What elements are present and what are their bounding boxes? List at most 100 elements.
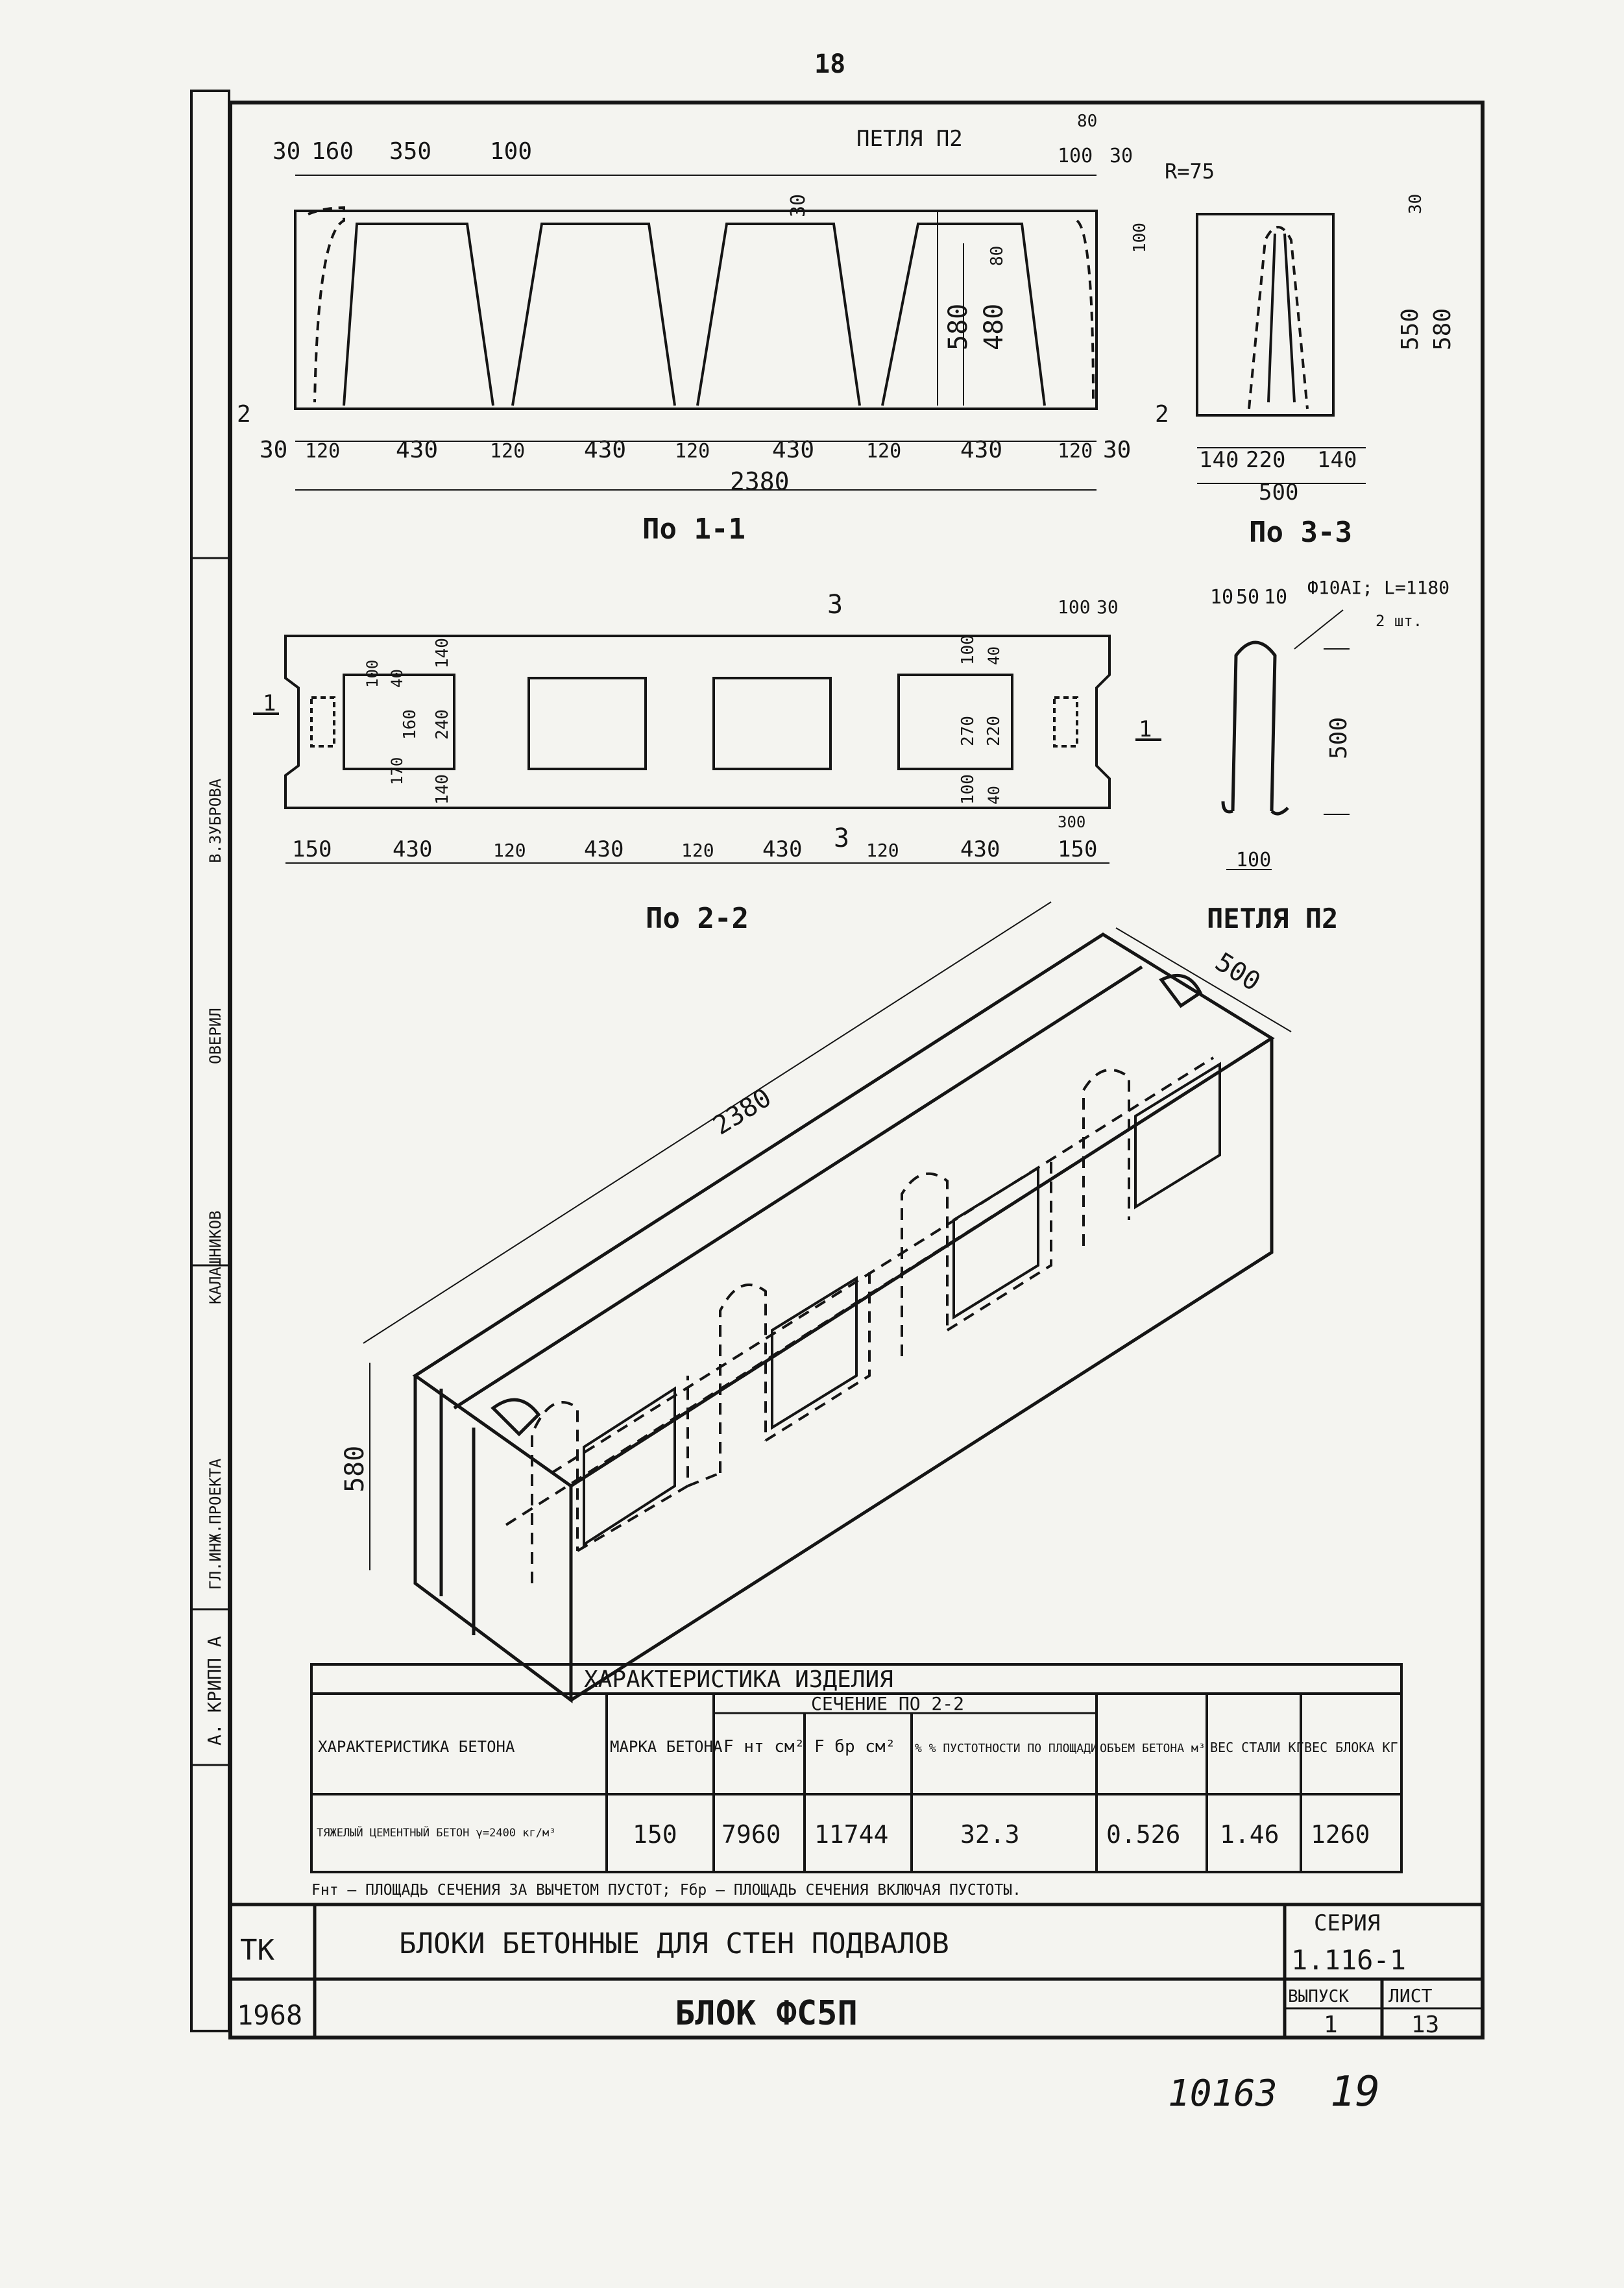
dim-2-2-l-4: 160	[400, 709, 420, 740]
loop-spec: Ф10АI; L=1180	[1307, 577, 1449, 598]
dim-1-1-top-1: 160	[311, 138, 354, 165]
loop-top-2: 10	[1264, 586, 1287, 609]
issue-value: 1	[1324, 2012, 1338, 2038]
radius-label: R=75	[1165, 159, 1215, 184]
dim-2-2-b-6: 120	[866, 840, 899, 861]
dim-1-1-b-8: 430	[960, 437, 1002, 463]
th-f-gross: F бр см²	[814, 1737, 895, 1757]
dim-1-1-b-4: 430	[584, 437, 626, 463]
drawing-subtitle: БЛОК ФС5П	[675, 1994, 858, 2033]
dim-2-2-l-1: 40	[388, 669, 406, 688]
dim-1-1-v-3: 80	[988, 246, 1007, 266]
td-block: 1260	[1311, 1820, 1370, 1849]
dim-1-1-rt-0: 80	[1077, 112, 1097, 131]
dim-3-3-b-2: 140	[1317, 447, 1357, 473]
table-text: ХАРАКТЕРИСТИКА ИЗДЕЛИЯ СЕЧЕНИЕ ПО 2-2 ХА…	[311, 1666, 1398, 1899]
stamp-name-5: В.ЗУБРОВА	[206, 778, 224, 863]
dim-1-1-b-2: 430	[396, 437, 438, 463]
dim-3-3-v-0: 550	[1397, 308, 1424, 350]
dim-2-2-l-5: 240	[433, 709, 452, 740]
caption-1-1: По 1-1	[642, 513, 745, 546]
dim-1-1-v-4: 100	[1130, 223, 1150, 253]
side-mark-right: 1	[1139, 716, 1152, 742]
title-block	[228, 1903, 1485, 2039]
characteristics-table	[310, 1663, 1403, 1873]
dim-2-2-l-7: 140	[433, 774, 452, 805]
dim-2-2-extra: 300	[1058, 813, 1085, 831]
dim-2-2-b-2: 120	[493, 840, 526, 861]
dim-1-1-b-1: 120	[305, 440, 340, 463]
view-1-1	[294, 175, 1098, 491]
stamp-name-3: КАЛАШНИКОВ	[206, 1211, 224, 1305]
dim-1-1-rt-1: 100	[1058, 145, 1093, 167]
loop-detail-labels: 10 50 10 Ф10АI; L=1180 2 шт. 500 100 ПЕТ…	[1207, 577, 1449, 934]
dim-3-3-total: 500	[1259, 480, 1298, 505]
stamp-name-2: ГЛ.ИНЖ.ПРОЕКТА	[206, 1458, 224, 1590]
iso-length: 2380	[708, 1082, 777, 1141]
dim-2-2-r-2: 270	[958, 716, 978, 746]
series-label: СЕРИЯ	[1314, 1910, 1380, 1936]
dim-1-1-b-3: 120	[490, 440, 525, 463]
dim-2-2-b-5: 430	[762, 836, 802, 862]
loop-width: 100	[1236, 849, 1271, 871]
stamp-name-4: ОВЕРИЛ	[206, 1008, 224, 1064]
view-3-3-labels: R=75 30 550 580 140 220 140 500 По 3-3	[1165, 159, 1456, 549]
loop-label: ПЕТЛЯ П2	[856, 126, 963, 152]
iso-height: 580	[340, 1446, 370, 1492]
dim-2-2-b-8: 150	[1058, 836, 1097, 862]
side-mark-left: 1	[263, 690, 276, 716]
dim-2-2-b-7: 430	[960, 836, 1000, 862]
view-2-2-labels: 3 3 100 30 100 40 140 170 160 240 140 10…	[263, 590, 1152, 935]
td-volume: 0.526	[1106, 1820, 1180, 1849]
td-f-gross: 11744	[814, 1820, 888, 1849]
dim-3-3-b-0: 140	[1199, 447, 1239, 473]
org-code: ТК	[240, 1934, 274, 1967]
dim-1-1-b-7: 120	[866, 440, 901, 463]
stamp-name-1: А. КРИПП А	[204, 1636, 225, 1746]
dim-2-2-b-4: 120	[681, 840, 714, 861]
th-steel: ВЕС СТАЛИ КГ	[1210, 1740, 1304, 1755]
dim-1-1-b-9: 120	[1058, 440, 1093, 463]
dim-2-2-b-0: 150	[292, 836, 332, 862]
view-1-1-labels: 30 160 350 100 ПЕТЛЯ П2 80 100 30 30 580…	[237, 112, 1169, 546]
table-footnote: Fнт — ПЛОЩАДЬ СЕЧЕНИЯ ЗА ВЫЧЕТОМ ПУСТОТ;…	[311, 1882, 1021, 1899]
loop-height: 500	[1326, 717, 1352, 759]
td-f-net: 7960	[721, 1820, 781, 1849]
dim-2-2-r-3: 220	[984, 716, 1004, 746]
title-block-text: ТК 1968 БЛОКИ БЕТОННЫЕ ДЛЯ СТЕН ПОДВАЛОВ…	[237, 1910, 1439, 2038]
section-mark-right: 2	[1155, 401, 1169, 428]
dim-1-1-b-10: 30	[1103, 437, 1131, 463]
table-section-header: СЕЧЕНИЕ ПО 2-2	[811, 1693, 964, 1714]
td-grade: 150	[633, 1820, 677, 1849]
view-3-3	[1196, 213, 1366, 484]
dim-3-3-b-1: 220	[1246, 447, 1285, 473]
th-f-net: F нт см²	[723, 1737, 805, 1757]
dim-3-3-v-1: 580	[1429, 308, 1456, 350]
td-voids: 32.3	[960, 1820, 1020, 1849]
caption-3-3: По 3-3	[1249, 516, 1352, 549]
handwritten-page: 19	[1330, 2068, 1380, 2116]
page-number: 18	[814, 49, 845, 79]
loop-detail	[1221, 609, 1350, 870]
th-voids: % % ПУСТОТНОСТИ ПО ПЛОЩАДИ	[915, 1742, 1098, 1755]
year: 1968	[237, 1999, 302, 2031]
dim-1-1-v-2: 480	[979, 304, 1009, 350]
loop-top-0: 10	[1210, 586, 1233, 609]
dim-1-1-top-2: 350	[389, 138, 431, 165]
section-mark-3-top: 3	[827, 590, 843, 620]
dim-1-1-rt-2: 30	[1109, 145, 1133, 167]
dim-2-2-l-0: 100	[363, 660, 382, 688]
dim-2-2-l-3: 170	[388, 757, 406, 785]
loop-count: 2 шт.	[1376, 612, 1422, 630]
dim-2-2-top-1: 30	[1097, 596, 1119, 618]
sheet-label: ЛИСТ	[1388, 1985, 1433, 2006]
loop-caption: ПЕТЛЯ П2	[1207, 903, 1338, 934]
dim-1-1-v-1: 580	[943, 304, 973, 350]
handwritten-number: 10163	[1168, 2073, 1278, 2115]
dim-1-1-b-6: 430	[772, 437, 814, 463]
th-grade: МАРКА БЕТОНА	[610, 1738, 723, 1756]
dim-2-2-top-0: 100	[1058, 596, 1091, 618]
issue-label: ВЫПУСК	[1288, 1987, 1349, 2006]
view-2-2	[253, 635, 1161, 864]
section-mark-3-bottom: 3	[834, 823, 849, 853]
